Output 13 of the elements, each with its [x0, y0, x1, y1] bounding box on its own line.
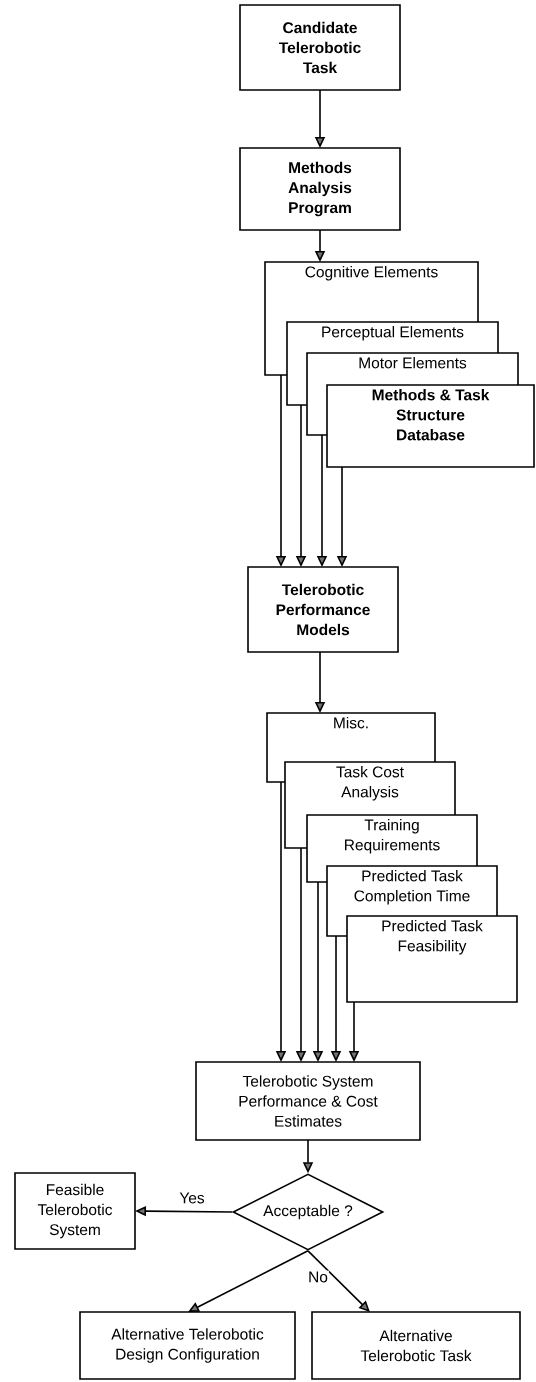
edge-label: No: [309, 1271, 328, 1283]
result-box: Feasible Telerobotic System: [14, 1172, 136, 1250]
arrow: [307, 1250, 370, 1312]
edge-label: Yes: [179, 1192, 205, 1204]
process-box: Telerobotic Performance Models: [247, 566, 399, 653]
stacked-box: Predicted Task Feasibility: [346, 915, 518, 1003]
process-box: Telerobotic System Performance & Cost Estimates: [195, 1061, 421, 1141]
result-box: Alternative Telerobotic Design Configuration: [79, 1311, 296, 1380]
arrow: [188, 1250, 309, 1312]
process-box: Candidate Telerobotic Task: [239, 4, 401, 91]
process-box: Methods Analysis Program: [239, 147, 401, 231]
result-box: Alternative Telerobotic Task: [311, 1311, 521, 1380]
database-box: Methods & Task Structure Database: [326, 384, 535, 468]
